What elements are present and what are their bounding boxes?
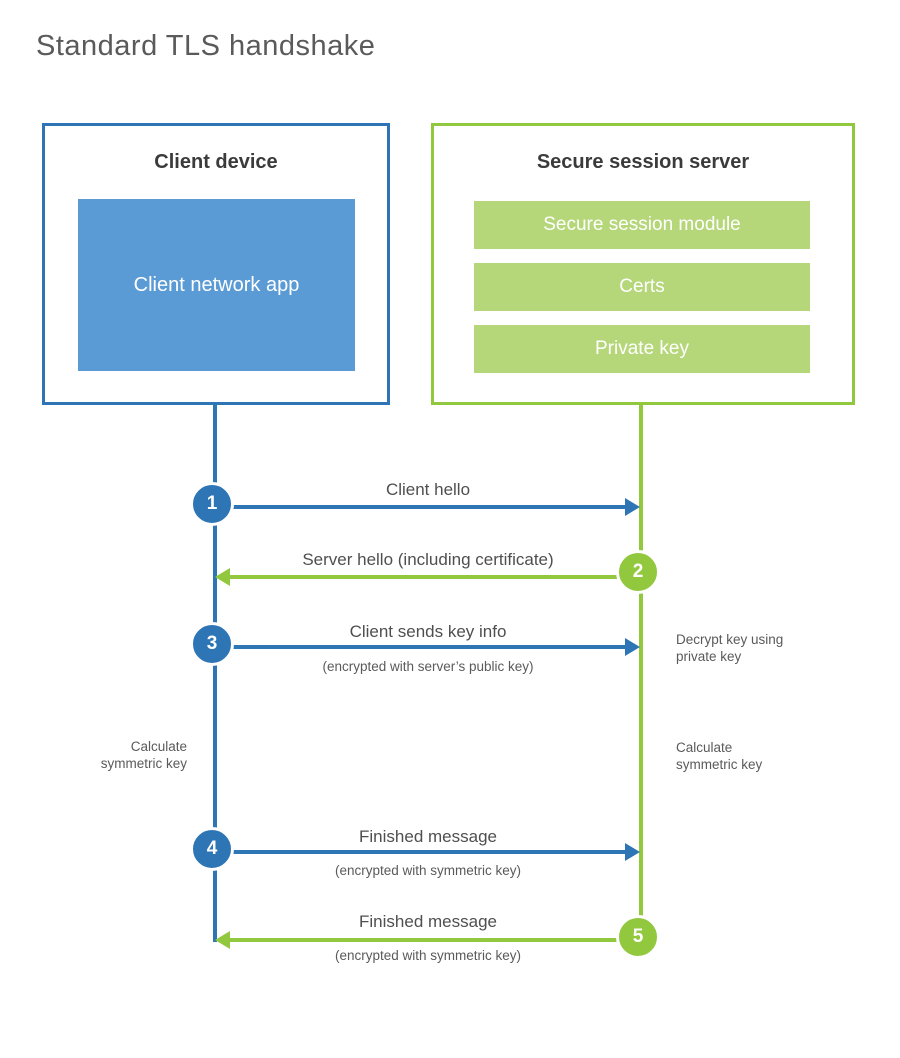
message-3-label: Client sends key info bbox=[349, 622, 507, 641]
arrowhead-right-icon bbox=[625, 843, 640, 861]
step-2-badge: 2 bbox=[616, 550, 660, 594]
arrowhead-right-icon bbox=[625, 498, 640, 516]
note-decrypt-key-using-private-key: Decrypt key using private key bbox=[676, 632, 784, 664]
arrowhead-right-icon bbox=[625, 638, 640, 656]
server-certs-bar: Certs bbox=[474, 263, 810, 311]
secure-session-server-title: Secure session server bbox=[536, 151, 750, 173]
note-client-calculate-symmetric-key: Calculate symmetric key bbox=[100, 739, 187, 771]
client-network-app-label: Client network app bbox=[133, 274, 300, 296]
server-lifeline bbox=[639, 405, 643, 940]
message-4-label: Finished message bbox=[359, 827, 497, 846]
step-4-badge: 4 bbox=[190, 827, 234, 871]
message-5-label: Finished message bbox=[359, 912, 497, 931]
client-lifeline bbox=[213, 405, 217, 942]
arrowhead-left-icon bbox=[215, 931, 230, 949]
server-private-key-bar: Private key bbox=[474, 325, 810, 373]
message-3-sublabel: (encrypted with server’s public key) bbox=[322, 659, 534, 674]
step-5-badge: 5 bbox=[616, 915, 660, 959]
page-title: Standard TLS handshake bbox=[36, 30, 376, 62]
message-5-sublabel: (encrypted with symmetric key) bbox=[334, 948, 522, 963]
message-4-arrow-line bbox=[215, 850, 627, 854]
message-5-arrow-line bbox=[229, 938, 641, 942]
client-device-title: Client device bbox=[154, 151, 278, 173]
arrowhead-left-icon bbox=[215, 568, 230, 586]
message-1-arrow-line bbox=[215, 505, 627, 509]
message-3-arrow-line bbox=[215, 645, 627, 649]
server-module-bar: Secure session module bbox=[474, 201, 810, 249]
client-network-app-box: Client network app bbox=[78, 199, 355, 371]
message-4-sublabel: (encrypted with symmetric key) bbox=[334, 863, 522, 878]
step-1-badge: 1 bbox=[190, 482, 234, 526]
step-3-badge: 3 bbox=[190, 622, 234, 666]
note-server-calculate-symmetric-key: Calculate symmetric key bbox=[676, 740, 763, 772]
message-1-label: Client hello bbox=[385, 480, 471, 499]
message-2-arrow-line bbox=[229, 575, 641, 579]
message-2-label: Server hello (including certificate) bbox=[302, 550, 554, 569]
